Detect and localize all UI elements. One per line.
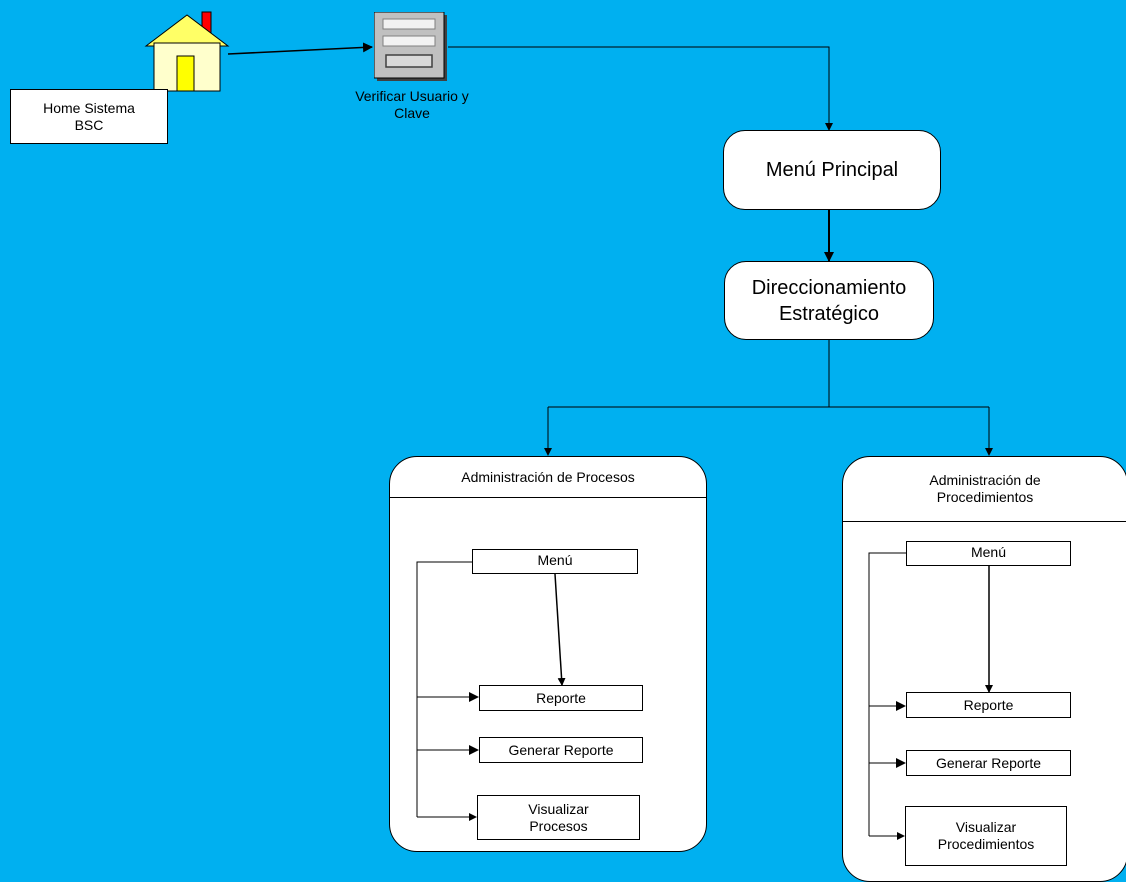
verify-label: Verificar Usuario y Clave — [355, 88, 469, 121]
p2-visualizar-box: Visualizar Procedimientos — [905, 806, 1067, 866]
edge-verify-menu — [448, 46, 833, 131]
p2-reporte-box: Reporte — [906, 692, 1071, 718]
direccionamiento-node: Direccionamiento Estratégico — [724, 261, 934, 340]
form-icon — [374, 12, 447, 81]
house-icon — [144, 11, 230, 92]
p1-menu-box: Menú — [472, 549, 638, 574]
p2-generar-box: Generar Reporte — [906, 750, 1071, 776]
panel-procesos-title: Administración de Procesos — [390, 457, 706, 498]
edge-p1-side-line — [416, 561, 472, 817]
home-node: Home Sistema BSC — [10, 89, 168, 144]
edge-p2-side-line — [868, 552, 906, 836]
p1-visualizar-box: Visualizar Procesos — [477, 795, 640, 840]
p1-generar-box: Generar Reporte — [479, 737, 643, 763]
panel-procesos: Administración de Procesos — [389, 456, 707, 852]
p1-reporte-box: Reporte — [479, 685, 643, 711]
panel-procedimientos-title: Administración de Procedimientos — [843, 457, 1126, 522]
p2-menu-box: Menú — [906, 541, 1071, 566]
edge-p1-menu-reporte — [554, 573, 566, 686]
menu-principal-node: Menú Principal — [723, 130, 941, 210]
edge-home-verify — [227, 42, 373, 55]
